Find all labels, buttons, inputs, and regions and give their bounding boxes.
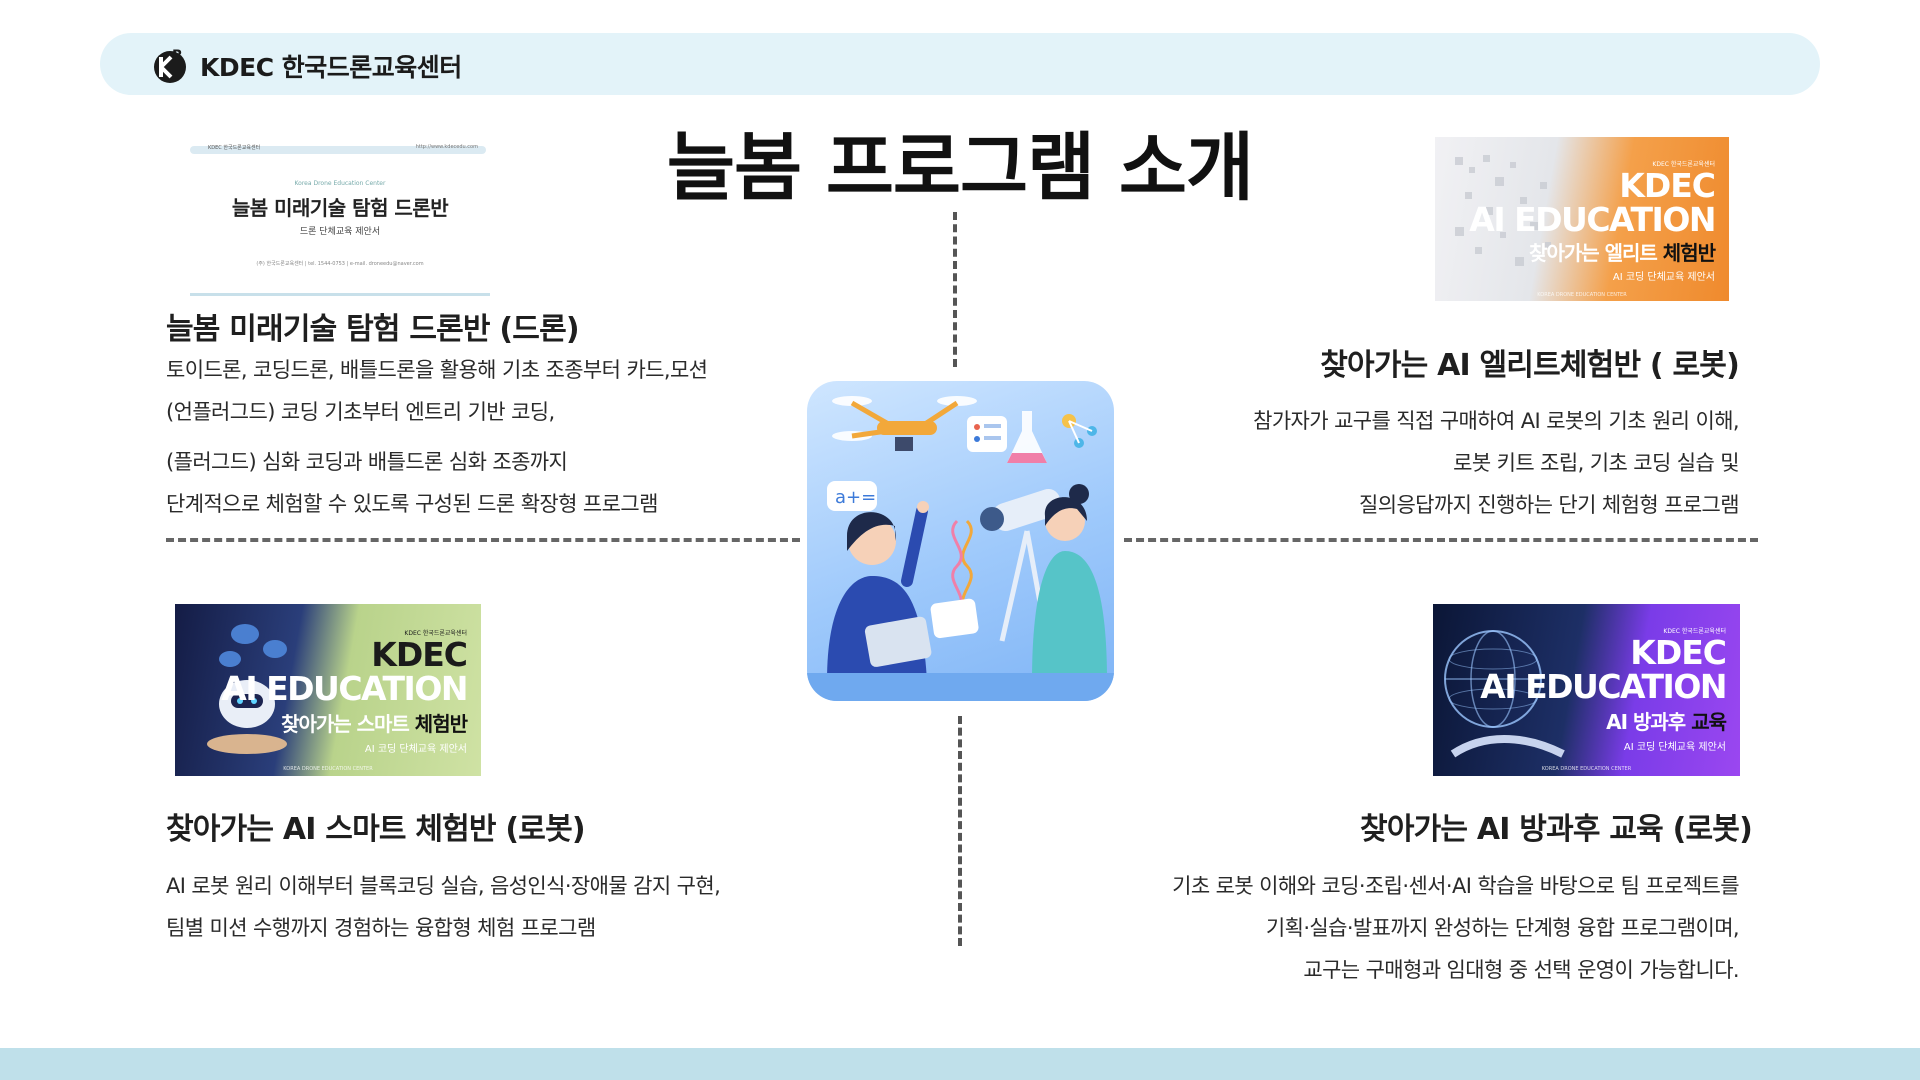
program-2-line-3: 질의응답까지 진행하는 단기 체험형 프로그램 (1359, 493, 1740, 517)
program-3-line-1: AI 로봇 원리 이해부터 블록코딩 실습, 음성인식·장애물 감지 구현, (166, 874, 721, 898)
promo-kdec: KDEC (371, 635, 468, 674)
promo-kdec: KDEC (1630, 633, 1727, 672)
doc-bottom-bar (190, 293, 490, 296)
cube-pattern-icon (1455, 155, 1551, 266)
footer-band (0, 1048, 1920, 1080)
program-3-title: 찾아가는 AI 스마트 체험반 (로봇) (166, 812, 586, 847)
promo-brand: KDEC 한국드론교육센터 (1652, 161, 1715, 168)
program-4-line-2: 기획·실습·발표까지 완성하는 단계형 융합 프로그램이며, (1265, 916, 1740, 940)
program-4-line-3: 교구는 구매형과 임대형 중 선택 운영이 가능합니다. (1303, 958, 1739, 982)
program-2-title: 찾아가는 AI 엘리트체험반 ( 로봇) (1320, 348, 1740, 383)
doc-header-brand: KDEC 한국드론교육센터 (208, 145, 261, 151)
divider-horizontal-left (166, 538, 800, 542)
promo-footer: KOREA DRONE EDUCATION CENTER (283, 766, 373, 772)
brand-name: KDEC 한국드론교육센터 (200, 53, 462, 82)
center-illustration: a+= (807, 381, 1114, 701)
kdec-logo-icon: R (154, 48, 186, 83)
divider-horizontal-right (1124, 538, 1758, 542)
promo-ai-education: AI EDUCATION (1480, 667, 1727, 706)
doc-header-url: http://www.kdecedu.com (415, 144, 478, 150)
svg-text:a+=: a+= (835, 487, 876, 508)
program-2-line-1: 참가자가 교구를 직접 구매하여 AI 로봇의 기초 원리 이해, (1253, 409, 1739, 433)
program-4-thumbnail[interactable]: KDEC 한국드론교육센터 KDEC AI EDUCATION AI 방과후 교… (1433, 604, 1740, 776)
page-title: 늘봄 프로그램 소개 (666, 125, 1254, 211)
program-2-thumbnail[interactable]: KDEC 한국드론교육센터 KDEC AI EDUCATION 찾아가는 엘리트… (1435, 137, 1729, 301)
divider-vertical-bottom (958, 716, 962, 946)
program-3-line-2: 팀별 미션 수행까지 경험하는 융합형 체험 프로그램 (166, 916, 596, 940)
program-1-title: 늘봄 미래기술 탐험 드론반 (드론) (166, 312, 580, 347)
svg-text:R: R (172, 48, 183, 64)
program-1-line-1: 토이드론, 코딩드론, 배틀드론을 활용해 기초 조종부터 카드,모션 (166, 358, 708, 382)
promo-note: AI 코딩 단체교육 제안서 (364, 744, 467, 755)
program-4-line-1: 기초 로봇 이해와 코딩·조립·센서·AI 학습을 바탕으로 팀 프로젝트를 (1172, 874, 1739, 898)
promo-footer: KOREA DRONE EDUCATION CENTER (1541, 766, 1632, 772)
promo-note: AI 코딩 단체교육 제안서 (1623, 742, 1726, 753)
promo-footer: KOREA DRONE EDUCATION CENTER (1537, 292, 1627, 298)
robot-icon (207, 624, 287, 754)
doc-contact: (주) 한국드론교육센터 | tel. 1544-0753 | e-mail. … (256, 261, 424, 267)
promo-kdec: KDEC (1619, 166, 1716, 205)
promo-note: AI 코딩 단체교육 제안서 (1612, 272, 1715, 283)
promo-subtitle: 찾아가는 엘리트 체험반 (1529, 241, 1716, 265)
program-1-line-2: (언플러그드) 코딩 기초부터 엔트리 기반 코딩, (166, 400, 555, 424)
program-1-thumbnail[interactable]: KDEC 한국드론교육센터 http://www.kdecedu.com Kor… (190, 136, 490, 296)
globe-icon (1444, 630, 1565, 758)
promo-ai-education: AI EDUCATION (221, 669, 468, 708)
promo-brand: KDEC 한국드론교육센터 (404, 630, 467, 637)
program-2-line-2: 로봇 키트 조립, 기초 코딩 실습 및 (1453, 451, 1739, 475)
top-bar: R KDEC 한국드론교육센터 (100, 33, 1820, 95)
program-1-line-3: (플러그드) 심화 코딩과 배틀드론 심화 조종까지 (166, 450, 568, 474)
promo-brand: KDEC 한국드론교육센터 (1663, 628, 1726, 635)
drone-icon (832, 396, 977, 451)
promo-subtitle: 찾아가는 스마트 체험반 (281, 712, 468, 736)
doc-title: 늘봄 미래기술 탐험 드론반 (231, 196, 449, 220)
doc-header-strip (190, 146, 486, 154)
program-3-thumbnail[interactable]: KDEC 한국드론교육센터 KDEC AI EDUCATION 찾아가는 스마트… (175, 604, 481, 776)
program-4-title: 찾아가는 AI 방과후 교육 (로봇) (1360, 812, 1753, 847)
doc-org-name: Korea Drone Education Center (294, 180, 386, 187)
promo-subtitle: AI 방과후 교육 (1606, 710, 1727, 734)
promo-ai-education: AI EDUCATION (1469, 200, 1716, 239)
program-1-line-4: 단계적으로 체험할 수 있도록 구성된 드론 확장형 프로그램 (166, 492, 658, 516)
divider-vertical-top (953, 212, 957, 367)
doc-subtitle: 드론 단체교육 제안서 (299, 227, 381, 237)
